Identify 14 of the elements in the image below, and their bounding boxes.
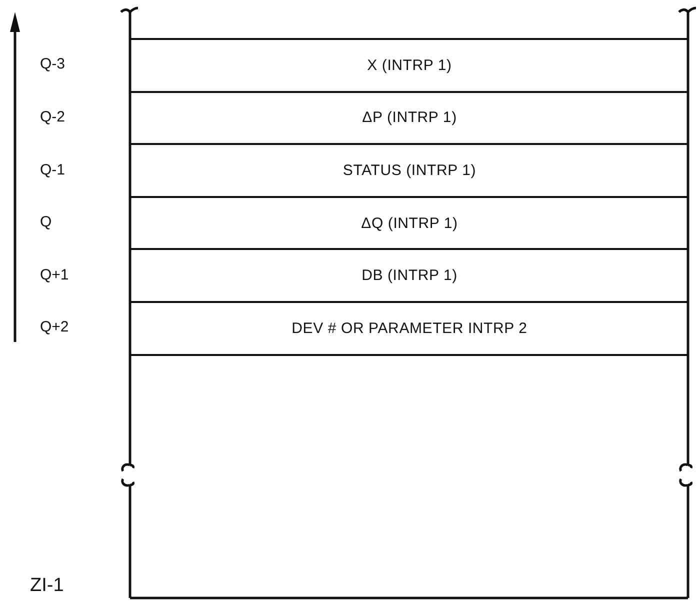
memory-cell <box>131 301 688 356</box>
address-label: Q+2 <box>40 318 69 336</box>
address-label: Q-2 <box>40 108 66 126</box>
cell-text: X (INTRP 1) <box>367 56 452 74</box>
cell-text: ΔP (INTRP 1) <box>362 109 457 126</box>
cell-text: ΔQ (INTRP 1) <box>361 214 458 232</box>
cell-text: DEV # OR PARAMETER INTRP 2 <box>292 320 528 337</box>
address-label: Q-3 <box>40 56 66 73</box>
address-label: Q <box>40 214 52 231</box>
cell-text: DB (INTRP 1) <box>362 267 458 284</box>
address-label: ZI-1 <box>30 575 64 597</box>
cell-text: STATUS (INTRP 1) <box>342 162 476 179</box>
address-label: Q+1 <box>40 266 69 284</box>
address-label: Q-1 <box>40 161 66 178</box>
